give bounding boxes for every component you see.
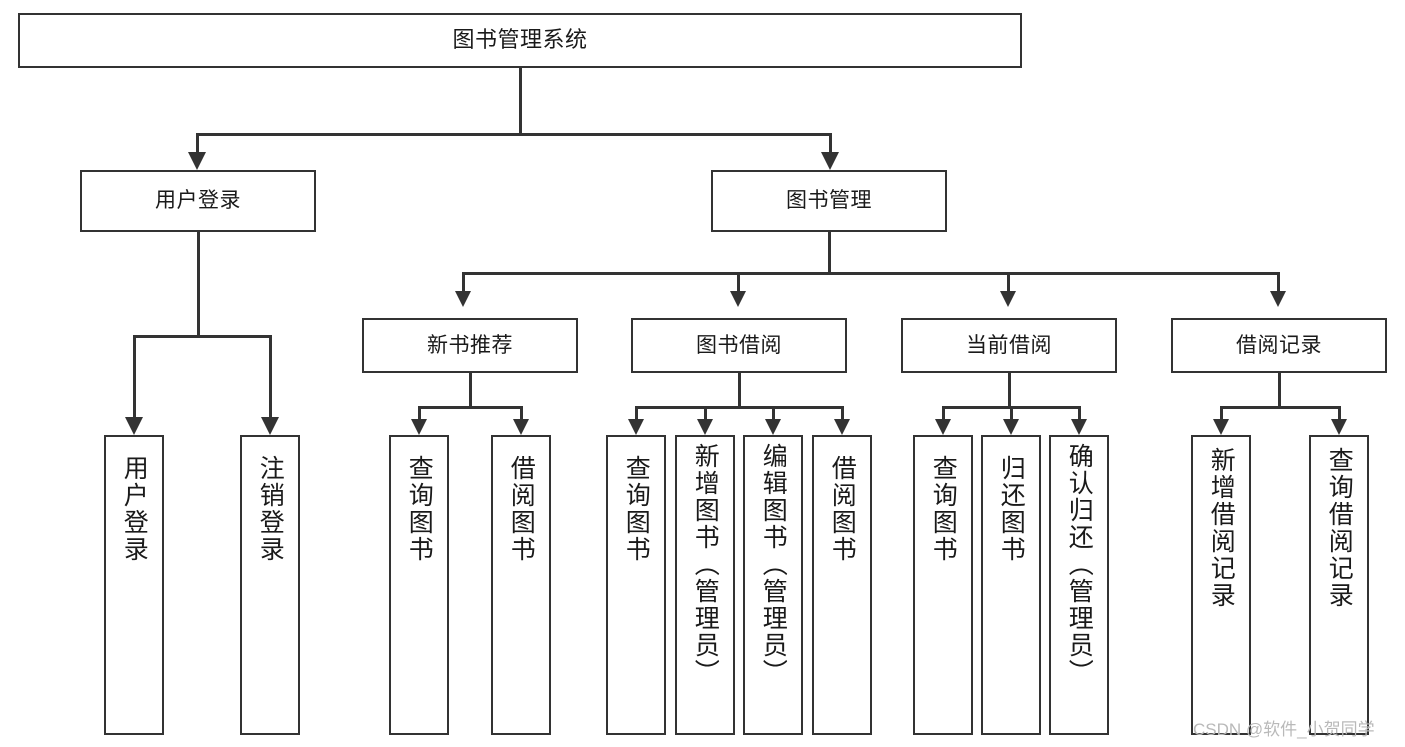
arrowhead-recommend-1	[411, 419, 427, 435]
leaf-recommend-query-book[interactable]: 查询图书	[389, 435, 449, 735]
node-label: 借阅图书	[828, 455, 857, 563]
node-book-borrow[interactable]: 图书借阅	[631, 318, 847, 373]
arrowhead-record-1	[1213, 419, 1229, 435]
node-label: 查询借阅记录	[1325, 447, 1354, 609]
node-label: 编辑图书（管理员）	[759, 443, 788, 686]
connector-user-login-leg-2	[269, 335, 272, 420]
connector-recommend-leg-1	[418, 406, 421, 420]
node-label: 查询图书	[405, 455, 434, 563]
connector-level2-bus	[463, 272, 1279, 275]
connector-record-leg-1	[1220, 406, 1223, 420]
connector-current-leg-2	[1010, 406, 1013, 420]
arrowhead-borrow-2	[697, 419, 713, 435]
arrowhead-user-login-1	[125, 417, 143, 435]
node-label: 用户登录	[155, 189, 241, 213]
node-new-book-recommend[interactable]: 新书推荐	[362, 318, 578, 373]
connector-current-leg-1	[942, 406, 945, 420]
node-label: 借阅图书	[507, 455, 536, 563]
leaf-record-add-record[interactable]: 新增借阅记录	[1191, 435, 1251, 735]
connector-level2-leg-4	[1277, 272, 1280, 294]
connector-user-login-bus	[134, 335, 271, 338]
arrowhead-level2-1	[455, 291, 471, 307]
csdn-watermark: CSDN @软件_小贺同学	[1193, 720, 1375, 739]
leaf-borrow-query-book[interactable]: 查询图书	[606, 435, 666, 735]
arrowhead-current-1	[935, 419, 951, 435]
connector-level2-leg-1	[462, 272, 465, 294]
node-label: 新增借阅记录	[1207, 447, 1236, 609]
connector-borrow-stem	[738, 373, 741, 408]
arrowhead-level1-2	[821, 152, 839, 170]
leaf-record-query-record[interactable]: 查询借阅记录	[1309, 435, 1369, 735]
connector-borrow-leg-3	[772, 406, 775, 420]
arrowhead-recommend-2	[513, 419, 529, 435]
connector-current-stem	[1008, 373, 1011, 408]
leaf-recommend-borrow-book[interactable]: 借阅图书	[491, 435, 551, 735]
arrowhead-level2-3	[1000, 291, 1016, 307]
node-borrow-record[interactable]: 借阅记录	[1171, 318, 1387, 373]
arrowhead-current-3	[1071, 419, 1087, 435]
connector-record-leg-2	[1338, 406, 1341, 420]
leaf-borrow-add-book-admin[interactable]: 新增图书（管理员）	[675, 435, 735, 735]
leaf-current-query-book[interactable]: 查询图书	[913, 435, 973, 735]
leaf-current-confirm-return-admin[interactable]: 确认归还（管理员）	[1049, 435, 1109, 735]
node-label: 图书管理系统	[452, 27, 588, 53]
connector-borrow-leg-2	[704, 406, 707, 420]
node-label: 图书借阅	[696, 333, 782, 357]
leaf-borrow-borrow-book[interactable]: 借阅图书	[812, 435, 872, 735]
arrowhead-borrow-3	[765, 419, 781, 435]
connector-borrow-leg-1	[635, 406, 638, 420]
connector-record-bus	[1221, 406, 1340, 409]
connector-level1-bus	[197, 133, 831, 136]
connector-level1-leg-2	[829, 133, 832, 155]
arrowhead-current-2	[1003, 419, 1019, 435]
leaf-borrow-edit-book-admin[interactable]: 编辑图书（管理员）	[743, 435, 803, 735]
leaf-current-return-book[interactable]: 归还图书	[981, 435, 1041, 735]
node-label: 新书推荐	[427, 333, 513, 357]
connector-level1-leg-1	[196, 133, 199, 155]
node-label: 新增图书（管理员）	[691, 443, 720, 686]
connector-user-login-stem	[197, 232, 200, 337]
node-current-borrow[interactable]: 当前借阅	[901, 318, 1117, 373]
node-label: 借阅记录	[1236, 333, 1322, 357]
connector-record-stem	[1278, 373, 1281, 408]
arrowhead-borrow-4	[834, 419, 850, 435]
arrowhead-level2-2	[730, 291, 746, 307]
connector-recommend-stem	[469, 373, 472, 408]
node-label: 查询图书	[929, 455, 958, 563]
node-label: 确认归还（管理员）	[1065, 443, 1094, 686]
node-label: 用户登录	[120, 455, 149, 563]
connector-recommend-bus	[419, 406, 522, 409]
connector-borrow-leg-4	[841, 406, 844, 420]
arrowhead-level1-1	[188, 152, 206, 170]
connector-user-login-leg-1	[133, 335, 136, 420]
node-label: 查询图书	[622, 455, 651, 563]
connector-level2-leg-2	[737, 272, 740, 294]
connector-recommend-leg-2	[520, 406, 523, 420]
connector-level2-leg-3	[1007, 272, 1010, 294]
node-user-login[interactable]: 用户登录	[80, 170, 316, 232]
connector-borrow-bus	[636, 406, 843, 409]
connector-book-mgmt-stem	[828, 232, 831, 274]
node-label: 当前借阅	[966, 333, 1052, 357]
leaf-logout[interactable]: 注销登录	[240, 435, 300, 735]
arrowhead-level2-4	[1270, 291, 1286, 307]
node-label: 图书管理	[786, 189, 872, 213]
arrowhead-user-login-2	[261, 417, 279, 435]
leaf-user-login[interactable]: 用户登录	[104, 435, 164, 735]
node-root-system[interactable]: 图书管理系统	[18, 13, 1022, 68]
connector-current-leg-3	[1078, 406, 1081, 420]
node-label: 归还图书	[997, 455, 1026, 563]
arrowhead-record-2	[1331, 419, 1347, 435]
node-book-management[interactable]: 图书管理	[711, 170, 947, 232]
arrowhead-borrow-1	[628, 419, 644, 435]
node-label: 注销登录	[256, 455, 285, 563]
connector-root-stem	[519, 68, 522, 135]
